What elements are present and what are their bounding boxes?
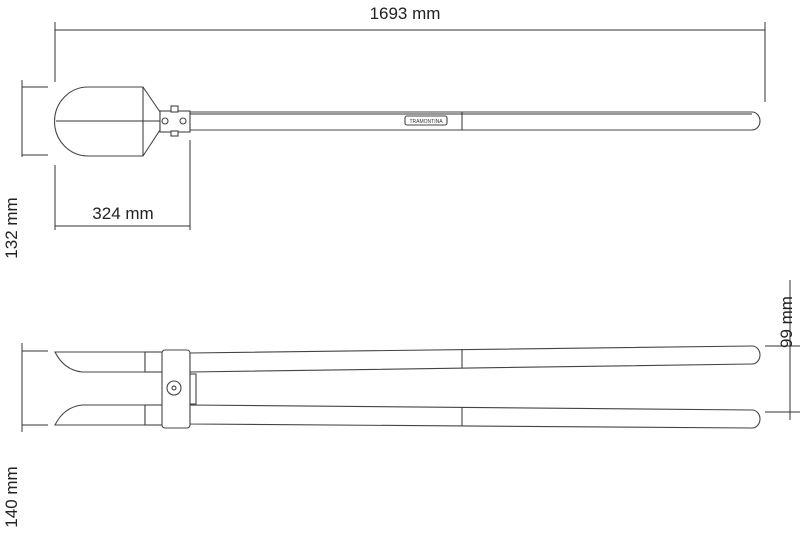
total-length-dimension: 1693 mm (54, 4, 766, 102)
upper-handle (189, 345, 761, 373)
blade-width-dimension: 132 mm (2, 80, 48, 259)
open-width-label: 140 mm (2, 466, 21, 527)
pivot-bolt (166, 380, 182, 396)
lower-handle (189, 404, 761, 429)
blade-length-label: 324 mm (92, 204, 153, 223)
lower-jaw (54, 404, 146, 426)
brand-mark-logo (404, 115, 448, 126)
total-length-label: 1693 mm (370, 4, 441, 23)
handle (189, 111, 761, 131)
blade-length-dimension: 324 mm (54, 140, 191, 230)
open-width-dimension: 140 mm (2, 343, 48, 528)
side-view (54, 345, 761, 429)
handle-spread-label: 99 mm (777, 296, 796, 348)
handle-spread-dimension: 99 mm (765, 280, 800, 420)
top-view: TRAMONTINA (54, 86, 761, 157)
upper-jaw (54, 351, 146, 373)
blade-width-label: 132 mm (2, 197, 21, 258)
brand-mark: TRAMONTINA (409, 119, 443, 125)
